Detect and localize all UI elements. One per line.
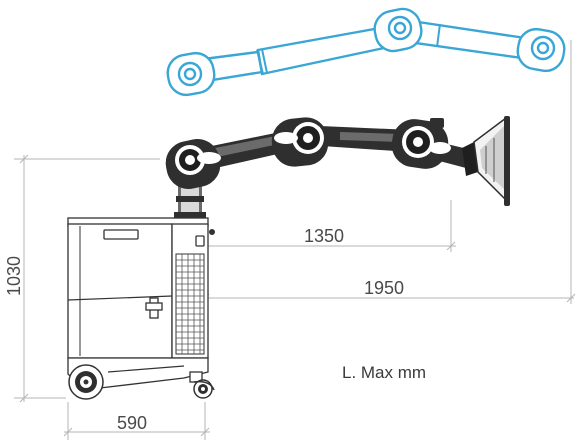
filter-unit	[67, 217, 215, 389]
caster-wheel	[189, 371, 215, 399]
cabinet-wheels	[68, 364, 215, 400]
arm-elbow-right	[391, 118, 451, 169]
dimension-lines	[14, 40, 576, 440]
dimension-label-590: 590	[117, 413, 147, 433]
alternate-arm-position	[166, 7, 566, 97]
alternate-arm-elbow-left	[166, 51, 216, 97]
max-length-note: L. Max mm	[342, 363, 426, 382]
vent-grille	[176, 254, 204, 354]
extraction-arm	[165, 116, 510, 220]
large-wheel	[68, 364, 104, 400]
arm-elbow-base	[165, 139, 221, 189]
alternate-arm-elbow-middle	[373, 7, 423, 53]
alternate-arm-elbow-right	[516, 27, 566, 73]
arm-elbow-middle	[271, 117, 329, 167]
dimension-label-1950: 1950	[364, 278, 404, 298]
extraction-hood	[462, 116, 510, 206]
dimension-label-1030: 1030	[4, 256, 24, 296]
dimension-label-1350: 1350	[304, 226, 344, 246]
